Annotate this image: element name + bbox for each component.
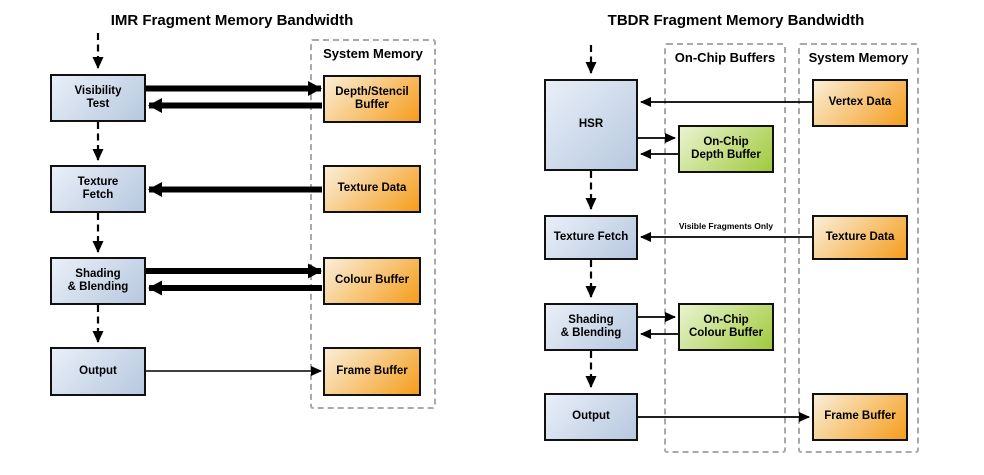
imr-diagram-title: IMR Fragment Memory Bandwidth: [110, 12, 354, 29]
tbdr-hsr-box: HSR: [544, 79, 638, 171]
imr-texture-fetch-label: Texture Fetch: [77, 175, 119, 202]
tbdr-system-memory-label: System Memory: [808, 50, 909, 65]
imr-texture-data-label: Texture Data: [337, 182, 407, 195]
imr-texture-data-box: Texture Data: [323, 165, 421, 213]
tbdr-diagram-title: TBDR Fragment Memory Bandwidth: [607, 12, 865, 29]
tbdr-system-memory-container: System Memory: [798, 43, 919, 453]
tbdr-output-box: Output: [544, 393, 638, 441]
tbdr-texture-fetch-box: Texture Fetch: [544, 215, 638, 260]
tbdr-vertex-data-label: Vertex Data: [828, 96, 892, 109]
tbdr-texture-data-label: Texture Data: [825, 230, 895, 243]
imr-frame-buffer-label: Frame Buffer: [336, 364, 408, 377]
tbdr-onchip-buffers-container: On-Chip Buffers: [664, 43, 786, 453]
tbdr-output-label: Output: [572, 410, 610, 423]
imr-depth-stencil-buffer-box: Depth/Stencil Buffer: [323, 75, 421, 123]
imr-depth-stencil-buffer-label: Depth/Stencil Buffer: [335, 85, 409, 112]
tbdr-onchip-buffers-label: On-Chip Buffers: [674, 50, 776, 65]
tbdr-shading-blending-box: Shading & Blending: [544, 303, 638, 351]
tbdr-frame-buffer-label: Frame Buffer: [824, 410, 896, 423]
tbdr-onchip-depth-buffer-box: On-Chip Depth Buffer: [678, 125, 774, 173]
imr-output-label: Output: [79, 364, 117, 377]
tbdr-onchip-colour-buffer-label: On-Chip Colour Buffer: [688, 313, 764, 340]
imr-visibility-test-label: Visibility Test: [74, 84, 122, 111]
tbdr-texture-fetch-label: Texture Fetch: [553, 230, 629, 243]
imr-system-memory-label: System Memory: [323, 46, 423, 61]
imr-texture-fetch-box: Texture Fetch: [50, 165, 146, 213]
imr-system-memory-container: System Memory: [310, 39, 436, 409]
tbdr-vertex-data-box: Vertex Data: [812, 79, 908, 127]
tbdr-onchip-colour-buffer-box: On-Chip Colour Buffer: [678, 303, 774, 351]
tbdr-onchip-depth-buffer-label: On-Chip Depth Buffer: [691, 135, 761, 162]
imr-visibility-test-box: Visibility Test: [50, 74, 146, 122]
tbdr-texture-data-box: Texture Data: [812, 215, 908, 260]
imr-frame-buffer-box: Frame Buffer: [323, 347, 421, 396]
imr-colour-buffer-box: Colour Buffer: [323, 257, 421, 305]
imr-colour-buffer-label: Colour Buffer: [334, 274, 410, 287]
imr-output-box: Output: [50, 347, 146, 396]
imr-shading-blending-box: Shading & Blending: [50, 257, 146, 305]
tbdr-frame-buffer-box: Frame Buffer: [812, 393, 908, 441]
imr-shading-blending-label: Shading & Blending: [67, 267, 129, 294]
tbdr-shading-blending-label: Shading & Blending: [560, 313, 622, 340]
tbdr-visible-fragments-annotation: Visible Fragments Only: [678, 221, 774, 231]
tbdr-hsr-label: HSR: [578, 118, 604, 131]
